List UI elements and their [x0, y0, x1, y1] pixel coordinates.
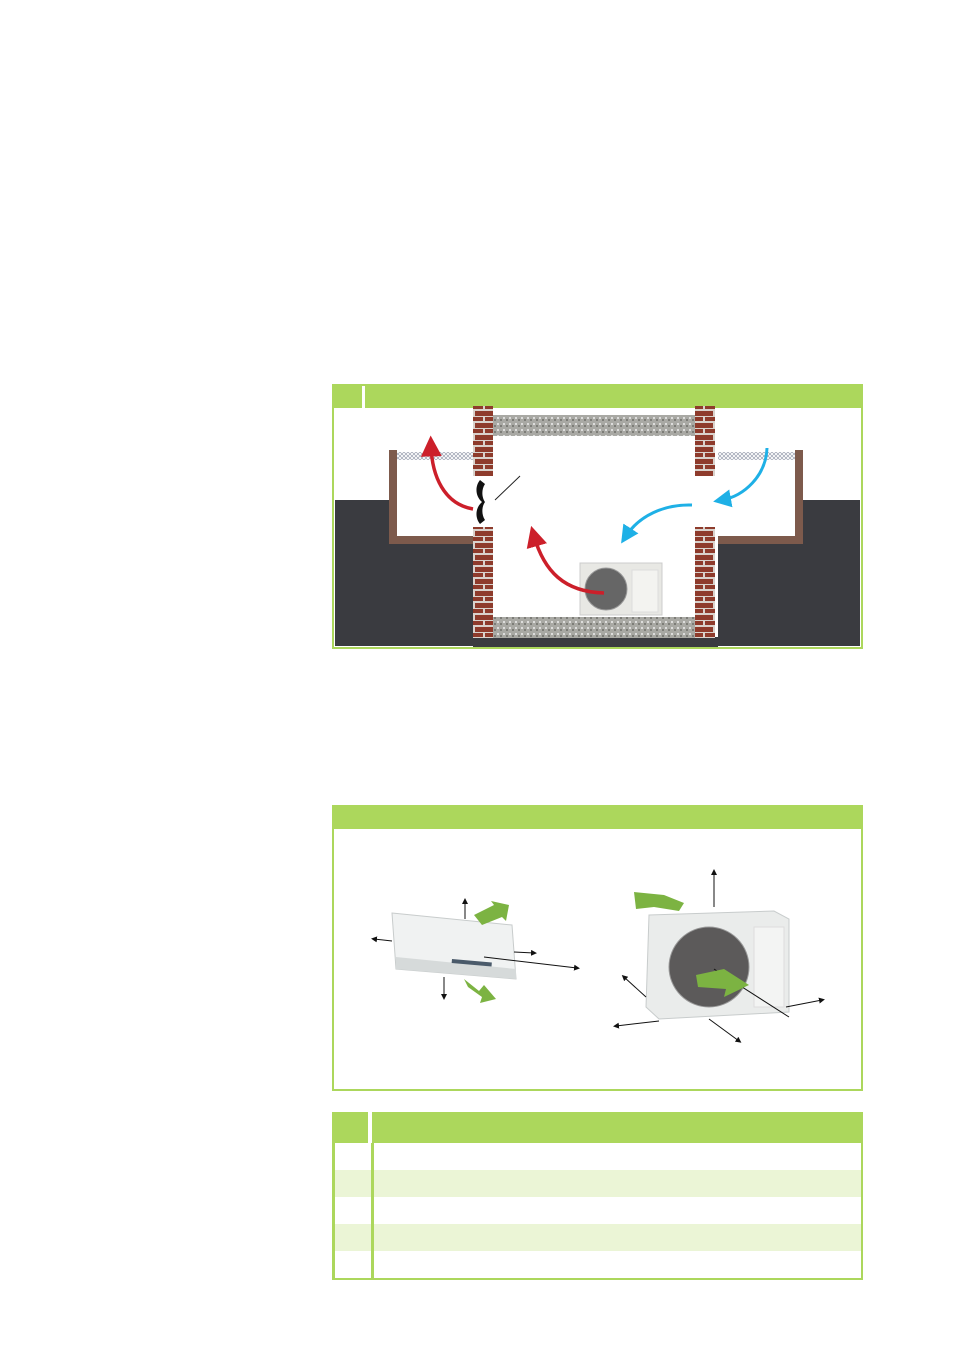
air-intake-arrow — [634, 892, 684, 911]
hot-air-arrow — [526, 525, 605, 595]
table-header-cell — [372, 1112, 863, 1143]
clearance-table — [332, 1112, 863, 1280]
cool-air-arrow — [621, 503, 693, 544]
wall-right-lower — [695, 527, 715, 638]
table-header-cell — [332, 1112, 368, 1143]
air-outlet-arrow — [696, 969, 749, 997]
ventilation-diagram — [335, 406, 860, 647]
table-row — [332, 1143, 863, 1170]
fresh-air-arrow — [713, 447, 769, 508]
figure-header — [334, 386, 861, 408]
air-intake-arrow — [474, 901, 509, 925]
grate-left — [397, 452, 473, 460]
clearance-diagram — [371, 869, 825, 1043]
clearance-figure — [332, 805, 863, 1091]
table-row — [332, 1224, 863, 1251]
ac-indoor-unit-icon — [391, 912, 517, 980]
grate-right — [718, 452, 795, 460]
wall-right-upper — [695, 406, 715, 476]
figure-header — [334, 807, 861, 829]
header-divider — [362, 386, 365, 408]
wall-left-upper — [473, 406, 493, 476]
table-row — [332, 1197, 863, 1224]
floor-slab — [493, 617, 698, 638]
wall-left-lower — [473, 527, 493, 638]
ceiling-slab — [493, 415, 698, 436]
exhaust-air-arrow — [420, 435, 474, 511]
ac-outdoor-unit-icon — [579, 562, 663, 616]
exhaust-fan-icon — [476, 480, 485, 524]
ventilation-figure — [332, 384, 863, 649]
table-row — [332, 1251, 863, 1280]
air-outlet-arrow — [464, 979, 496, 1003]
table-row — [332, 1170, 863, 1197]
